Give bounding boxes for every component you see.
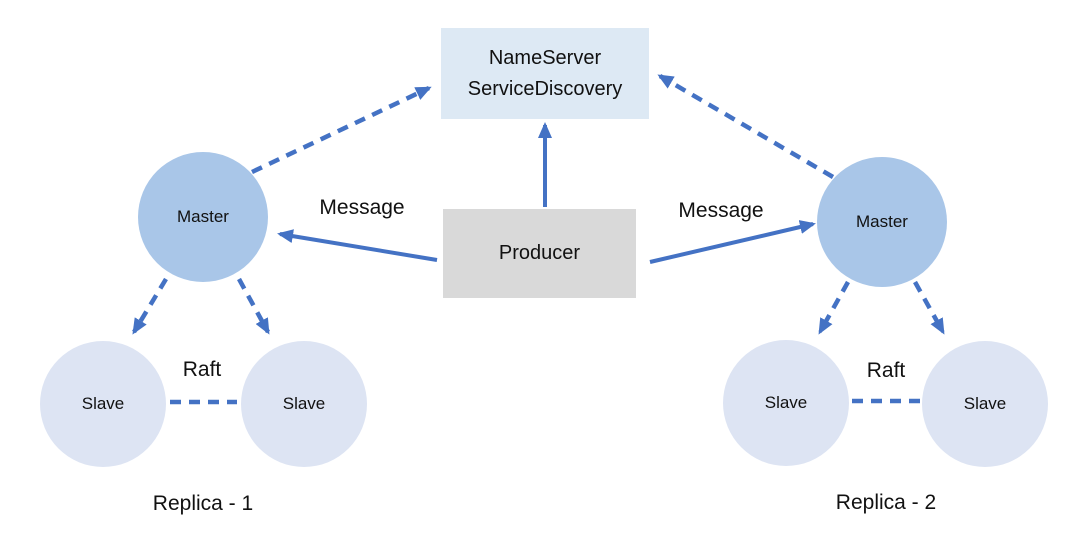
arrow-master2-to-slave3 xyxy=(818,280,850,335)
replica2-caption: Replica - 2 xyxy=(835,491,937,514)
master-label: Master xyxy=(856,212,908,231)
arrow-producer-to-master1 xyxy=(277,229,438,262)
message-label-right: Message xyxy=(678,199,764,222)
slave-label: Slave xyxy=(764,393,808,412)
slave-node-replica1-b: Slave xyxy=(241,341,367,467)
arrow-master1-to-slave1 xyxy=(132,277,168,335)
arrow-master2-to-nameserver xyxy=(657,74,835,179)
arrow-master2-to-slave4 xyxy=(913,280,945,335)
master-label: Master xyxy=(177,207,229,226)
raft-label-replica2: Raft xyxy=(866,359,906,382)
raft-label-replica1: Raft xyxy=(182,358,222,381)
slave-label: Slave xyxy=(81,394,125,413)
master-node-replica2: Master xyxy=(817,157,947,287)
nameserver-label-line2: ServiceDiscovery xyxy=(467,77,623,100)
producer-box: Producer xyxy=(443,209,636,298)
slave-label: Slave xyxy=(282,394,326,413)
replica1-caption: Replica - 1 xyxy=(152,492,254,515)
producer-label: Producer xyxy=(498,242,581,264)
slave-label: Slave xyxy=(963,394,1007,413)
nameserver-box: NameServer ServiceDiscovery xyxy=(441,28,649,119)
arrow-producer-to-master2 xyxy=(649,220,816,264)
arrow-master1-to-nameserver xyxy=(251,85,432,175)
slave-node-replica2-a: Slave xyxy=(723,340,849,466)
slave-node-replica2-b: Slave xyxy=(922,341,1048,467)
arrow-master1-to-slave2 xyxy=(237,277,270,335)
nameserver-label-line1: NameServer xyxy=(488,46,602,69)
master-node-replica1: Master xyxy=(138,152,268,282)
message-label-left: Message xyxy=(319,196,405,219)
slave-node-replica1-a: Slave xyxy=(40,341,166,467)
